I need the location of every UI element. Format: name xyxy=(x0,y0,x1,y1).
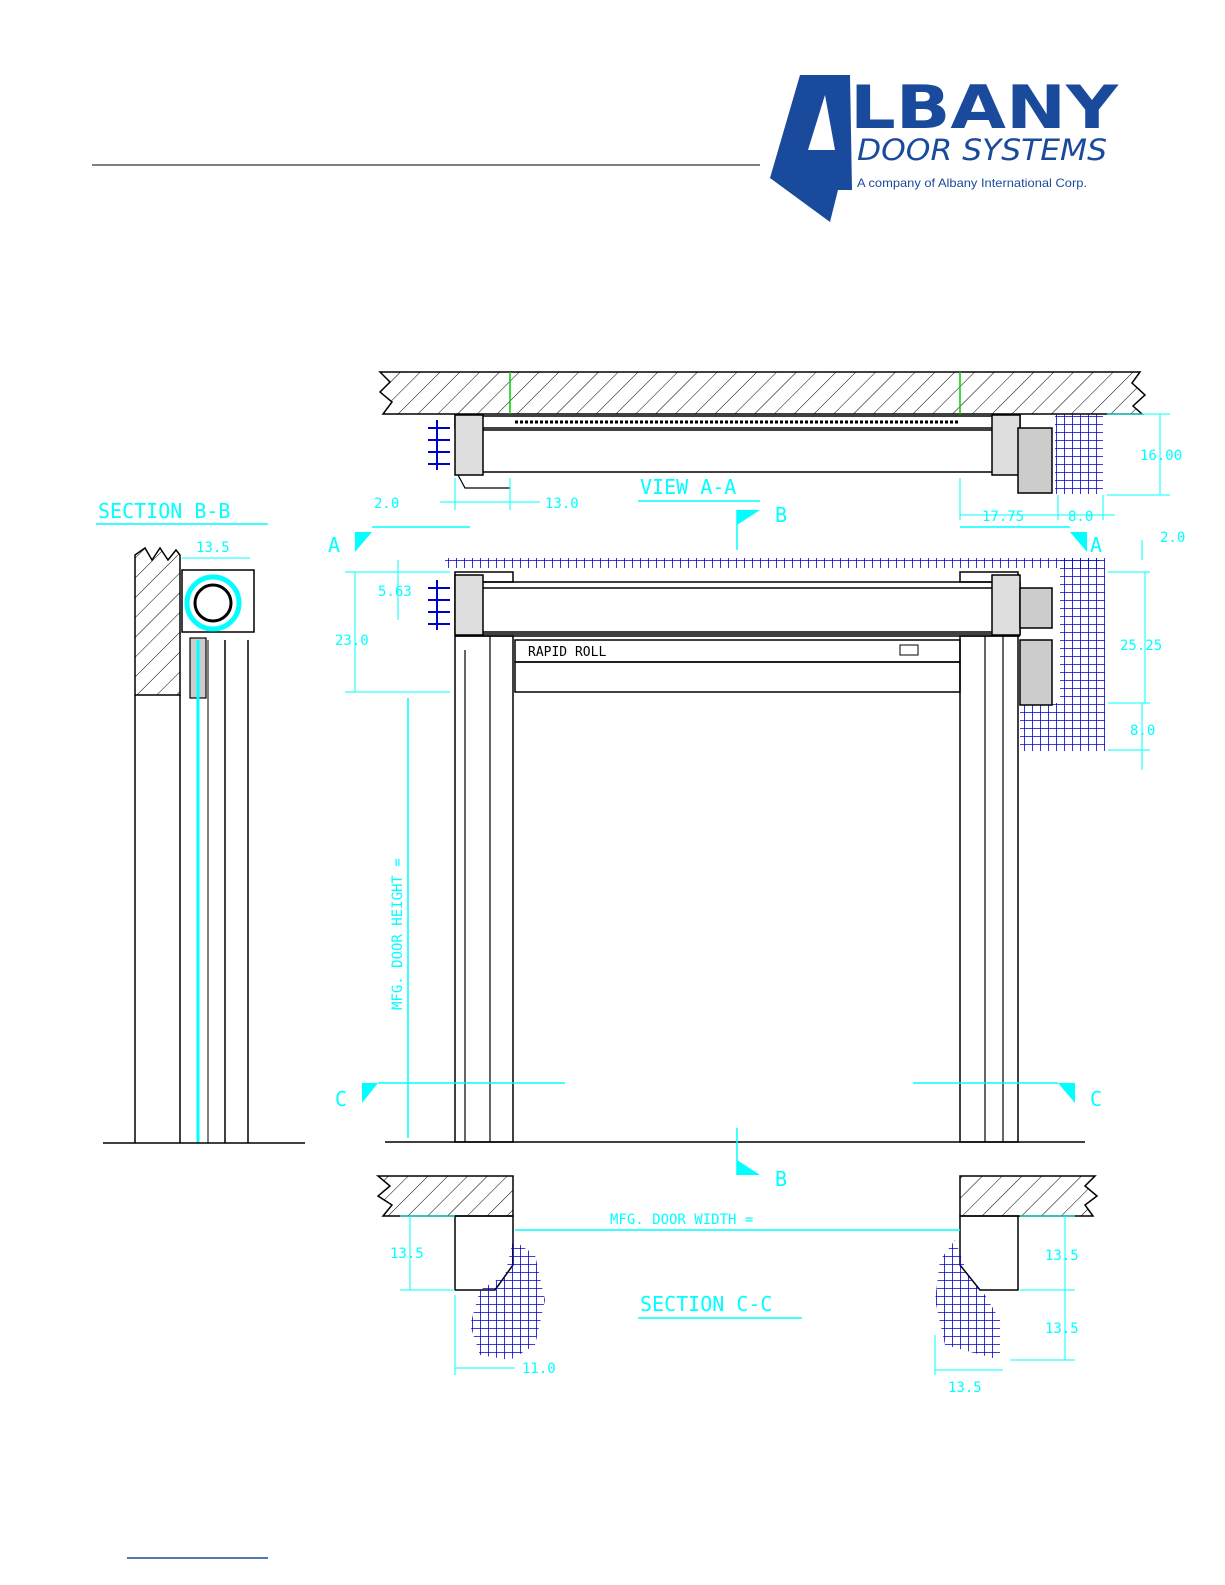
aa-right-clearance xyxy=(1055,414,1103,494)
section-bb: SECTION B-B 13.5 xyxy=(96,499,305,1143)
aa-roller xyxy=(480,430,995,472)
cut-c-left: C xyxy=(335,1087,347,1111)
cc-right-wall xyxy=(960,1176,1097,1216)
section-cc: MFG. DOOR WIDTH = SECTION C-C 13.5 11.0 … xyxy=(378,1176,1097,1396)
dim-aa-left: 13.0 xyxy=(545,496,579,512)
section-bb-title: SECTION B-B xyxy=(98,499,230,523)
dim-aa-depth: 16.00 xyxy=(1140,448,1182,464)
rapid-roll-label: RAPID ROLL xyxy=(528,645,606,660)
dim-elev-right-low: 8.0 xyxy=(1130,723,1155,739)
cut-a-right: A xyxy=(1090,533,1102,557)
elev-left-clearance xyxy=(428,580,450,630)
aa-left-clearance xyxy=(428,420,450,470)
logo-tagline: A company of Albany International Corp. xyxy=(857,176,1087,190)
cut-a-left: A xyxy=(328,533,340,557)
dim-elev-head: 23.0 xyxy=(335,633,369,649)
dim-elev-top-right: 2.0 xyxy=(1160,530,1185,546)
cut-b-bottom: B xyxy=(775,1167,787,1191)
dim-aa-right: 17.75 xyxy=(982,509,1024,525)
door-height-label: MFG. DOOR HEIGHT = xyxy=(390,858,406,1010)
bb-wall xyxy=(135,548,180,695)
dim-cc-right-width: 13.5 xyxy=(948,1380,982,1396)
cut-c-right: C xyxy=(1090,1087,1102,1111)
elevation: A A B RAPID ROLL xyxy=(328,503,1185,1191)
logo-subtitle: DOOR SYSTEMS xyxy=(857,133,1107,167)
dim-bb-top: 13.5 xyxy=(196,540,230,556)
cc-left-clearance xyxy=(470,1240,545,1360)
elev-control-box xyxy=(1020,640,1052,705)
dim-elev-right-head: 25.25 xyxy=(1120,638,1162,654)
section-cc-title: SECTION C-C xyxy=(640,1292,772,1316)
aa-motor xyxy=(1018,428,1052,493)
dim-cc-right-depth: 13.5 xyxy=(1045,1248,1079,1264)
door-width-label: MFG. DOOR WIDTH = xyxy=(610,1212,753,1228)
elev-roller xyxy=(480,588,995,632)
left-jamb xyxy=(455,636,513,1142)
cc-left-wall xyxy=(378,1176,513,1216)
aa-wall xyxy=(380,372,1145,414)
right-jamb xyxy=(960,636,1018,1142)
dim-cc-left-width: 11.0 xyxy=(522,1361,556,1377)
dim-cc-left-depth: 13.5 xyxy=(390,1246,424,1262)
dim-cc-right-depth2: 13.5 xyxy=(1045,1321,1079,1337)
dim-aa-right2: 8.0 xyxy=(1068,509,1093,525)
view-aa-title: VIEW A-A xyxy=(640,475,736,499)
cc-right-clearance xyxy=(935,1240,1000,1360)
cut-b-top: B xyxy=(775,503,787,527)
dim-elev-roll: 5.63 xyxy=(378,584,412,600)
dim-aa-left-offset: 2.0 xyxy=(374,496,399,512)
albany-logo: LBANY DOOR SYSTEMS A company of Albany I… xyxy=(92,73,1120,222)
